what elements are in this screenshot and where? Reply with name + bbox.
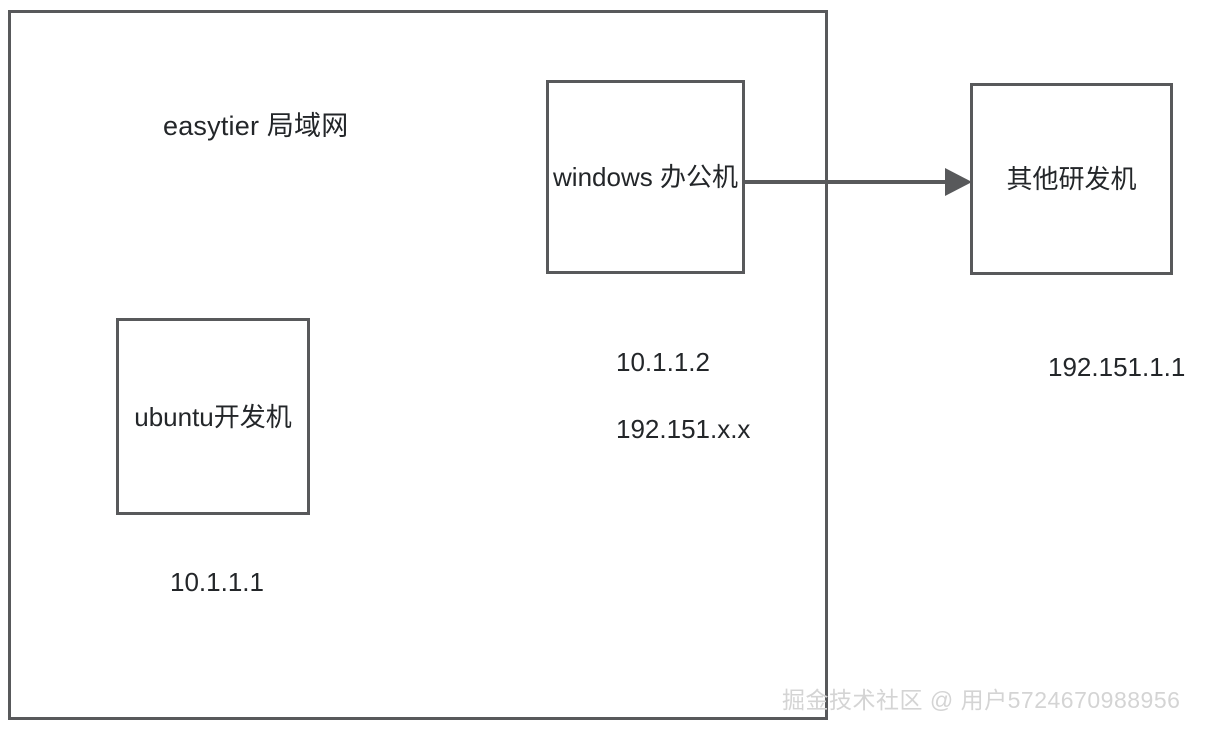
node-label-other: 其他研发机 <box>1006 164 1137 194</box>
ip-label-windows-office: 192.151.x.x <box>616 414 751 444</box>
watermark-text: 掘金技术社区 @ 用户5724670988956 <box>782 687 1181 713</box>
easytier-lan-container: easytier 局域网 <box>8 10 828 720</box>
ip-label-ubuntu: 10.1.1.1 <box>170 567 264 597</box>
node-box-other: 其他研发机 <box>970 83 1173 275</box>
node-label-windows: windows 办公机 <box>553 162 738 192</box>
lan-title: easytier 局域网 <box>163 111 349 141</box>
arrow-right-icon <box>745 168 972 196</box>
node-box-windows: windows 办公机 <box>546 80 745 274</box>
node-label-ubuntu: ubuntu开发机 <box>134 401 292 432</box>
ip-label-windows-lan: 10.1.1.2 <box>616 347 710 377</box>
node-box-ubuntu: ubuntu开发机 <box>116 318 310 515</box>
ip-label-other: 192.151.1.1 <box>1048 352 1186 382</box>
